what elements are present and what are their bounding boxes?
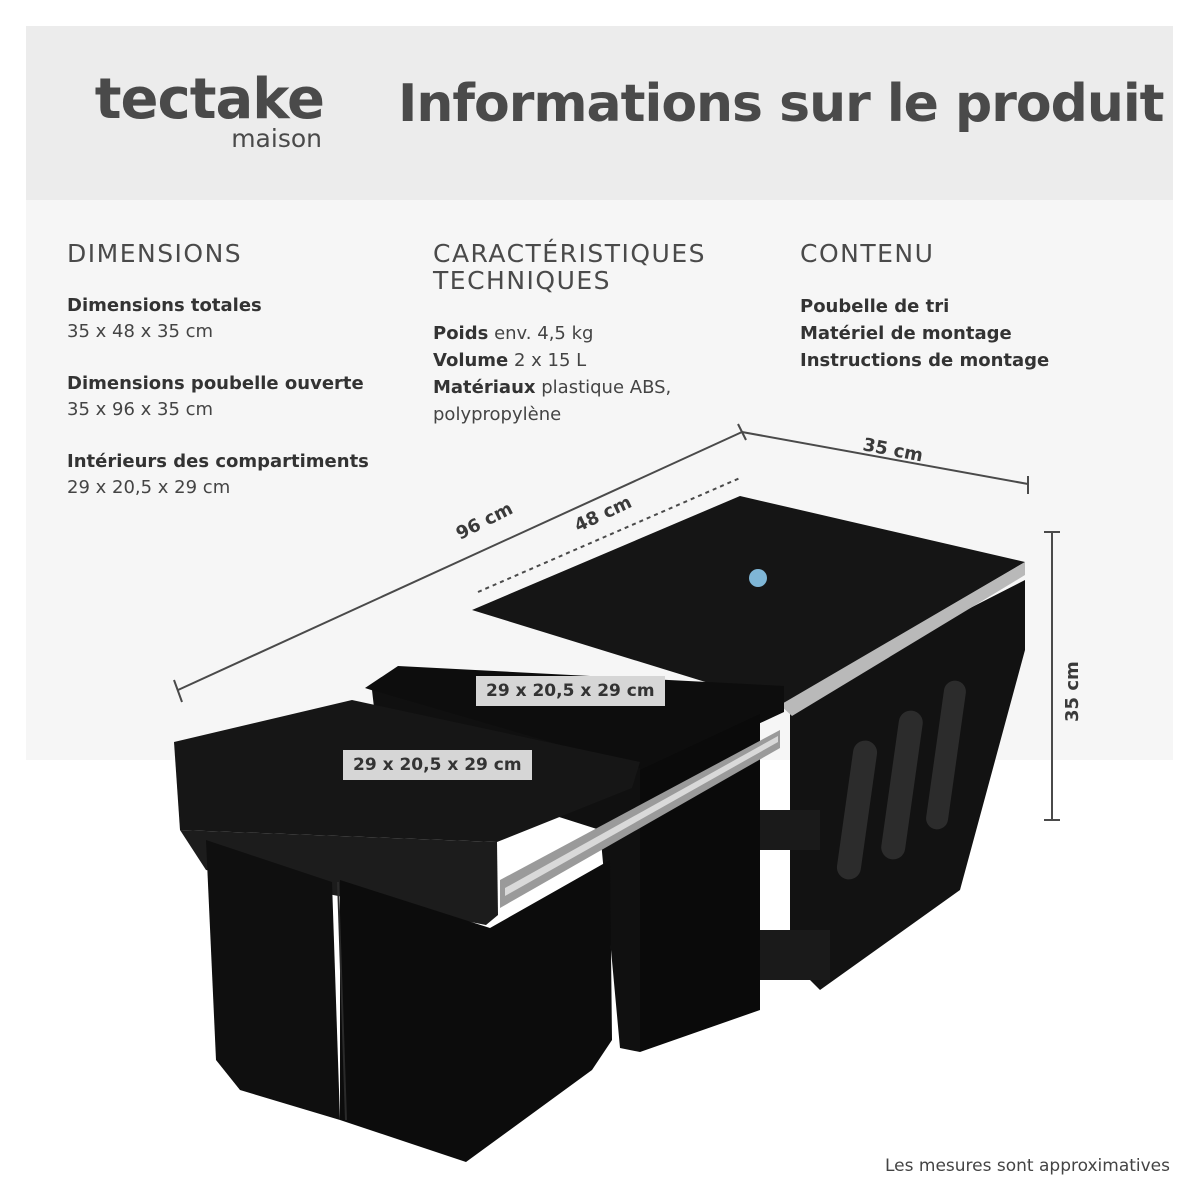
spec-item: Dimensions totales 35 x 48 x 35 cm [67,293,407,345]
weight-value: env. 4,5 kg [494,323,594,344]
volume-value: 2 x 15 L [514,350,587,371]
metal-frame [750,580,1025,990]
weight-line: Poids env. 4,5 kg [433,320,773,347]
volume-line: Volume 2 x 15 L [433,347,773,374]
material-value: plastique ABS, [541,377,672,398]
material-line: Matériaux plastique ABS, [433,374,773,401]
content-item: Instructions de montage [800,350,1050,371]
contents-section: CONTENU Poubelle de tri Matériel de mont… [800,240,1140,374]
header-banner [26,26,1173,200]
dimensions-section: DIMENSIONS Dimensions totales 35 x 48 x … [67,240,407,527]
brand-subtitle: maison [231,124,322,153]
content-item: Poubelle de tri [800,296,950,317]
contents-heading: CONTENU [800,239,935,268]
brand-logo: tectake [94,67,325,132]
dimensions-heading: DIMENSIONS [67,239,243,268]
spec-item: Intérieurs des compartiments 29 x 20,5 x… [67,449,407,501]
spec-value: 35 x 96 x 35 cm [67,399,214,420]
measurements-note: Les mesures sont approximatives [885,1156,1170,1176]
dimension-lines [173,423,1060,821]
material-line-2: polypropylène [433,404,562,425]
technical-heading-line1: CARACTÉRISTIQUES [433,239,706,268]
spec-value: 29 x 20,5 x 29 cm [67,477,231,498]
technical-section: CARACTÉRISTIQUES TECHNIQUES Poids env. 4… [433,240,773,428]
material-label: Matériaux [433,377,536,398]
spec-item: Dimensions poubelle ouverte 35 x 96 x 35… [67,371,407,423]
slide-rail [500,730,780,908]
lid-button-icon [749,569,767,587]
spec-label: Dimensions poubelle ouverte [67,373,364,394]
bin-lid [472,496,1025,716]
compartment-size-front: 29 x 20,5 x 29 cm [343,750,532,780]
technical-heading: CARACTÉRISTIQUES TECHNIQUES [433,240,773,294]
spec-value: 35 x 48 x 35 cm [67,321,214,342]
content-item: Matériel de montage [800,323,1012,344]
technical-heading-line2: TECHNIQUES [433,266,612,295]
dim-line-96 [177,431,743,691]
spec-label: Intérieurs des compartiments [67,451,369,472]
weight-label: Poids [433,323,489,344]
dim-line-35-top [741,431,1029,485]
spec-label: Dimensions totales [67,295,262,316]
page-title: Informations sur le produit [398,74,1165,134]
volume-label: Volume [433,350,509,371]
compartment-size-back: 29 x 20,5 x 29 cm [476,676,665,706]
